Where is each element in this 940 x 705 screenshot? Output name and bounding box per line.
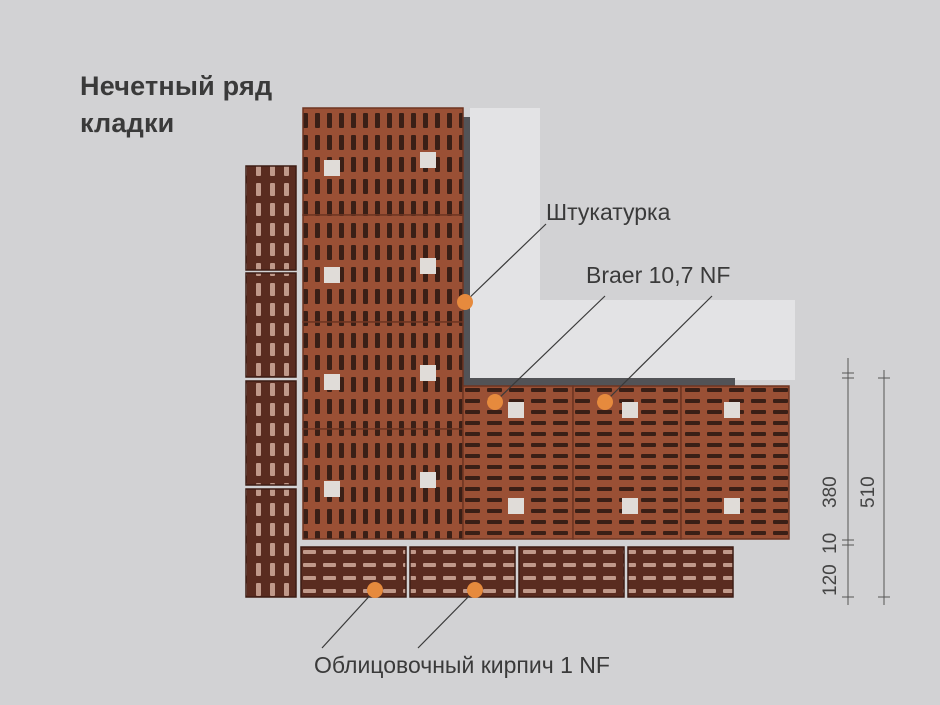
hollow [324, 160, 340, 176]
braer-block [302, 428, 464, 540]
leader-lines [321, 223, 713, 649]
dim-label-10: 10 [820, 532, 841, 554]
marker-facing-1 [367, 582, 383, 598]
label-block: Braer 10,7 NF [586, 262, 731, 288]
facing-brick [245, 488, 297, 598]
leader-block-1 [494, 295, 606, 403]
label-facing-brick: Облицовочный кирпич 1 NF [314, 652, 610, 678]
hollow [420, 365, 436, 381]
title-line-1: Нечетный ряд [80, 71, 273, 101]
leader-block-2 [604, 295, 713, 403]
markers [367, 294, 613, 598]
facing-brick [245, 165, 297, 271]
hollow [622, 498, 638, 514]
hollow [724, 402, 740, 418]
leader-facing-1 [321, 589, 376, 649]
braer-blocks-horizontal [462, 385, 790, 540]
dimension-lines [842, 358, 890, 605]
hollow [420, 258, 436, 274]
hollow [622, 402, 638, 418]
hollow [508, 402, 524, 418]
facing-brick [245, 380, 297, 486]
dim-label-120: 120 [820, 564, 841, 596]
wall-shadow [470, 108, 795, 380]
facing-bricks-vertical [245, 165, 297, 598]
braer-blocks-vertical [302, 107, 464, 540]
leader-plaster [464, 223, 547, 303]
facing-brick [518, 546, 625, 598]
marker-facing-2 [467, 582, 483, 598]
hollow [324, 267, 340, 283]
marker-block-1 [487, 394, 503, 410]
marker-block-2 [597, 394, 613, 410]
facing-brick [245, 272, 297, 378]
hollow [420, 152, 436, 168]
dim-label-510: 510 [858, 476, 879, 508]
facing-bricks-horizontal [300, 546, 734, 598]
hollow [324, 374, 340, 390]
facing-brick [409, 546, 516, 598]
hollow [324, 481, 340, 497]
leader-facing-2 [417, 589, 476, 649]
marker-plaster [457, 294, 473, 310]
label-plaster: Штукатурка [546, 199, 671, 225]
hollow [420, 472, 436, 488]
dim-label-380: 380 [820, 476, 841, 508]
diagram-title: Нечетный ряд кладки [80, 68, 272, 142]
facing-brick [300, 546, 407, 598]
title-line-2: кладки [80, 108, 175, 138]
hollow [508, 498, 524, 514]
facing-brick [627, 546, 734, 598]
hollow [724, 498, 740, 514]
